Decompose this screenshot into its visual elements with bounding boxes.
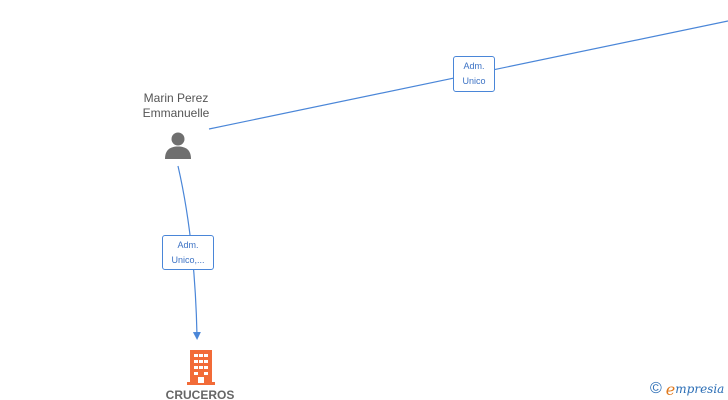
logo-text: mpresia bbox=[675, 382, 725, 396]
person-name-line2: Emmanuelle bbox=[142, 106, 210, 120]
edge-label-line2: Unico bbox=[462, 76, 486, 86]
person-icon[interactable] bbox=[163, 130, 193, 160]
empresia-logo: © e mpresia bbox=[650, 378, 724, 400]
edge-label-adm-unico[interactable]: Adm. Unico bbox=[453, 56, 495, 92]
edge-label-line1: Adm. bbox=[463, 61, 485, 71]
edge-label-line2: Unico,... bbox=[171, 255, 205, 265]
edge-label-adm-unico-more[interactable]: Adm. Unico,... bbox=[162, 235, 214, 270]
logo-initial: e bbox=[665, 379, 676, 399]
company-name[interactable]: CRUCEROS bbox=[165, 388, 235, 400]
copyright-symbol: © bbox=[650, 380, 662, 397]
person-name[interactable]: Marin Perez Emmanuelle bbox=[126, 91, 226, 121]
person-name-line1: Marin Perez bbox=[143, 91, 209, 105]
building-icon[interactable] bbox=[184, 349, 218, 385]
edge-label-line1: Adm. bbox=[177, 240, 199, 250]
